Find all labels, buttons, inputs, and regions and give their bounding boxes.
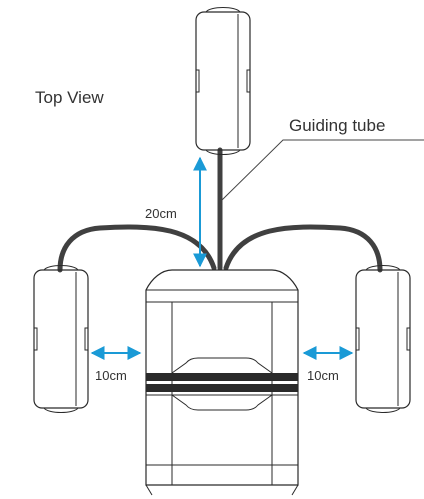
- dimension-arrows: [90, 156, 354, 360]
- guiding-tube-label: Guiding tube: [289, 116, 385, 135]
- right-gap-label: 10cm: [307, 368, 339, 383]
- top-gap-label: 20cm: [145, 206, 177, 221]
- right-sensor-unit: [355, 265, 411, 413]
- callout-leader: [221, 139, 424, 201]
- left-sensor-unit: [33, 265, 89, 413]
- center-hub-unit: [145, 269, 299, 496]
- view-title: Top View: [35, 88, 104, 107]
- guiding-tube: [57, 147, 383, 273]
- top-sensor-unit: [195, 7, 251, 155]
- left-gap-label: 10cm: [95, 368, 127, 383]
